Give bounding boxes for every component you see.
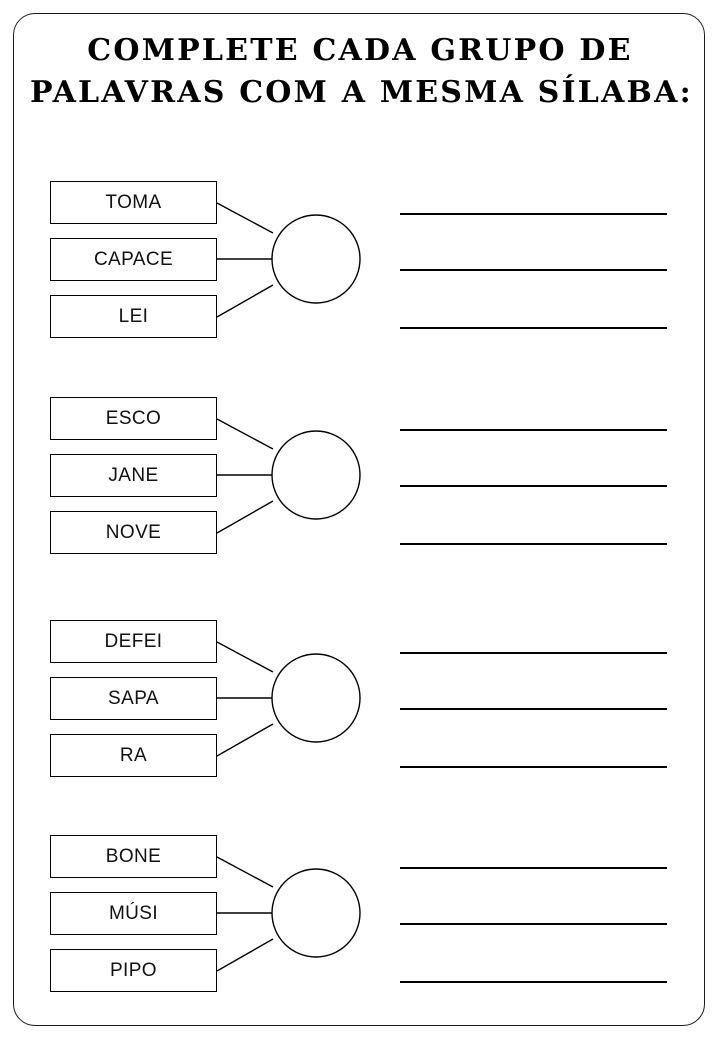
syllable-circle[interactable] <box>271 214 361 304</box>
word-label: SAPA <box>108 688 159 709</box>
connector-line-top <box>216 418 274 450</box>
group-connector-diagram <box>216 418 361 534</box>
title-line-1: COMPLETE CADA GRUPO DE <box>87 33 633 68</box>
connector-line-top <box>216 202 274 234</box>
group-connector-diagram <box>216 641 361 757</box>
word-box[interactable]: TOMA <box>50 181 217 224</box>
word-box[interactable]: PIPO <box>50 949 217 992</box>
answer-line[interactable] <box>400 867 667 869</box>
answer-line[interactable] <box>400 429 667 431</box>
answer-line[interactable] <box>400 923 667 925</box>
word-label: MÚSI <box>108 903 159 924</box>
word-box[interactable]: BONE <box>50 835 217 878</box>
word-label: JANE <box>108 465 159 486</box>
answer-line[interactable] <box>400 766 667 768</box>
word-box[interactable]: CAPACE <box>50 238 217 281</box>
word-box[interactable]: SAPA <box>50 677 217 720</box>
connector-line-top <box>216 856 274 888</box>
word-box[interactable]: LEI <box>50 295 217 338</box>
word-label: RA <box>119 745 148 766</box>
connector-line-top <box>216 641 274 673</box>
word-label: CAPACE <box>93 249 174 270</box>
word-box[interactable]: NOVE <box>50 511 217 554</box>
answer-line[interactable] <box>400 269 667 271</box>
answer-line[interactable] <box>400 652 667 654</box>
title-line-2: PALAVRAS COM A MESMA SÍLABA: <box>30 75 693 110</box>
word-box[interactable]: MÚSI <box>50 892 217 935</box>
syllable-circle[interactable] <box>271 430 361 520</box>
connector-line-bottom <box>216 723 274 757</box>
connector-line-bottom <box>216 284 274 318</box>
word-label: BONE <box>105 846 162 867</box>
answer-line[interactable] <box>400 543 667 545</box>
word-box[interactable]: DEFEI <box>50 620 217 663</box>
answer-line[interactable] <box>400 981 667 983</box>
word-label: NOVE <box>105 522 162 543</box>
word-label: DEFEI <box>104 631 163 652</box>
word-label: LEI <box>118 306 149 327</box>
answer-line[interactable] <box>400 485 667 487</box>
word-label: ESCO <box>105 408 162 429</box>
word-label: PIPO <box>109 960 157 981</box>
word-box[interactable]: ESCO <box>50 397 217 440</box>
page-title: COMPLETE CADA GRUPO DE PALAVRAS COM A ME… <box>30 30 693 114</box>
answer-line[interactable] <box>400 327 667 329</box>
word-label: TOMA <box>105 192 162 213</box>
group-connector-diagram <box>216 202 361 318</box>
word-box[interactable]: RA <box>50 734 217 777</box>
connector-line-bottom <box>216 500 274 534</box>
answer-line[interactable] <box>400 213 667 215</box>
connector-line-bottom <box>216 938 274 972</box>
syllable-circle[interactable] <box>271 653 361 743</box>
word-box[interactable]: JANE <box>50 454 217 497</box>
syllable-circle[interactable] <box>271 868 361 958</box>
answer-line[interactable] <box>400 708 667 710</box>
group-connector-diagram <box>216 856 361 972</box>
